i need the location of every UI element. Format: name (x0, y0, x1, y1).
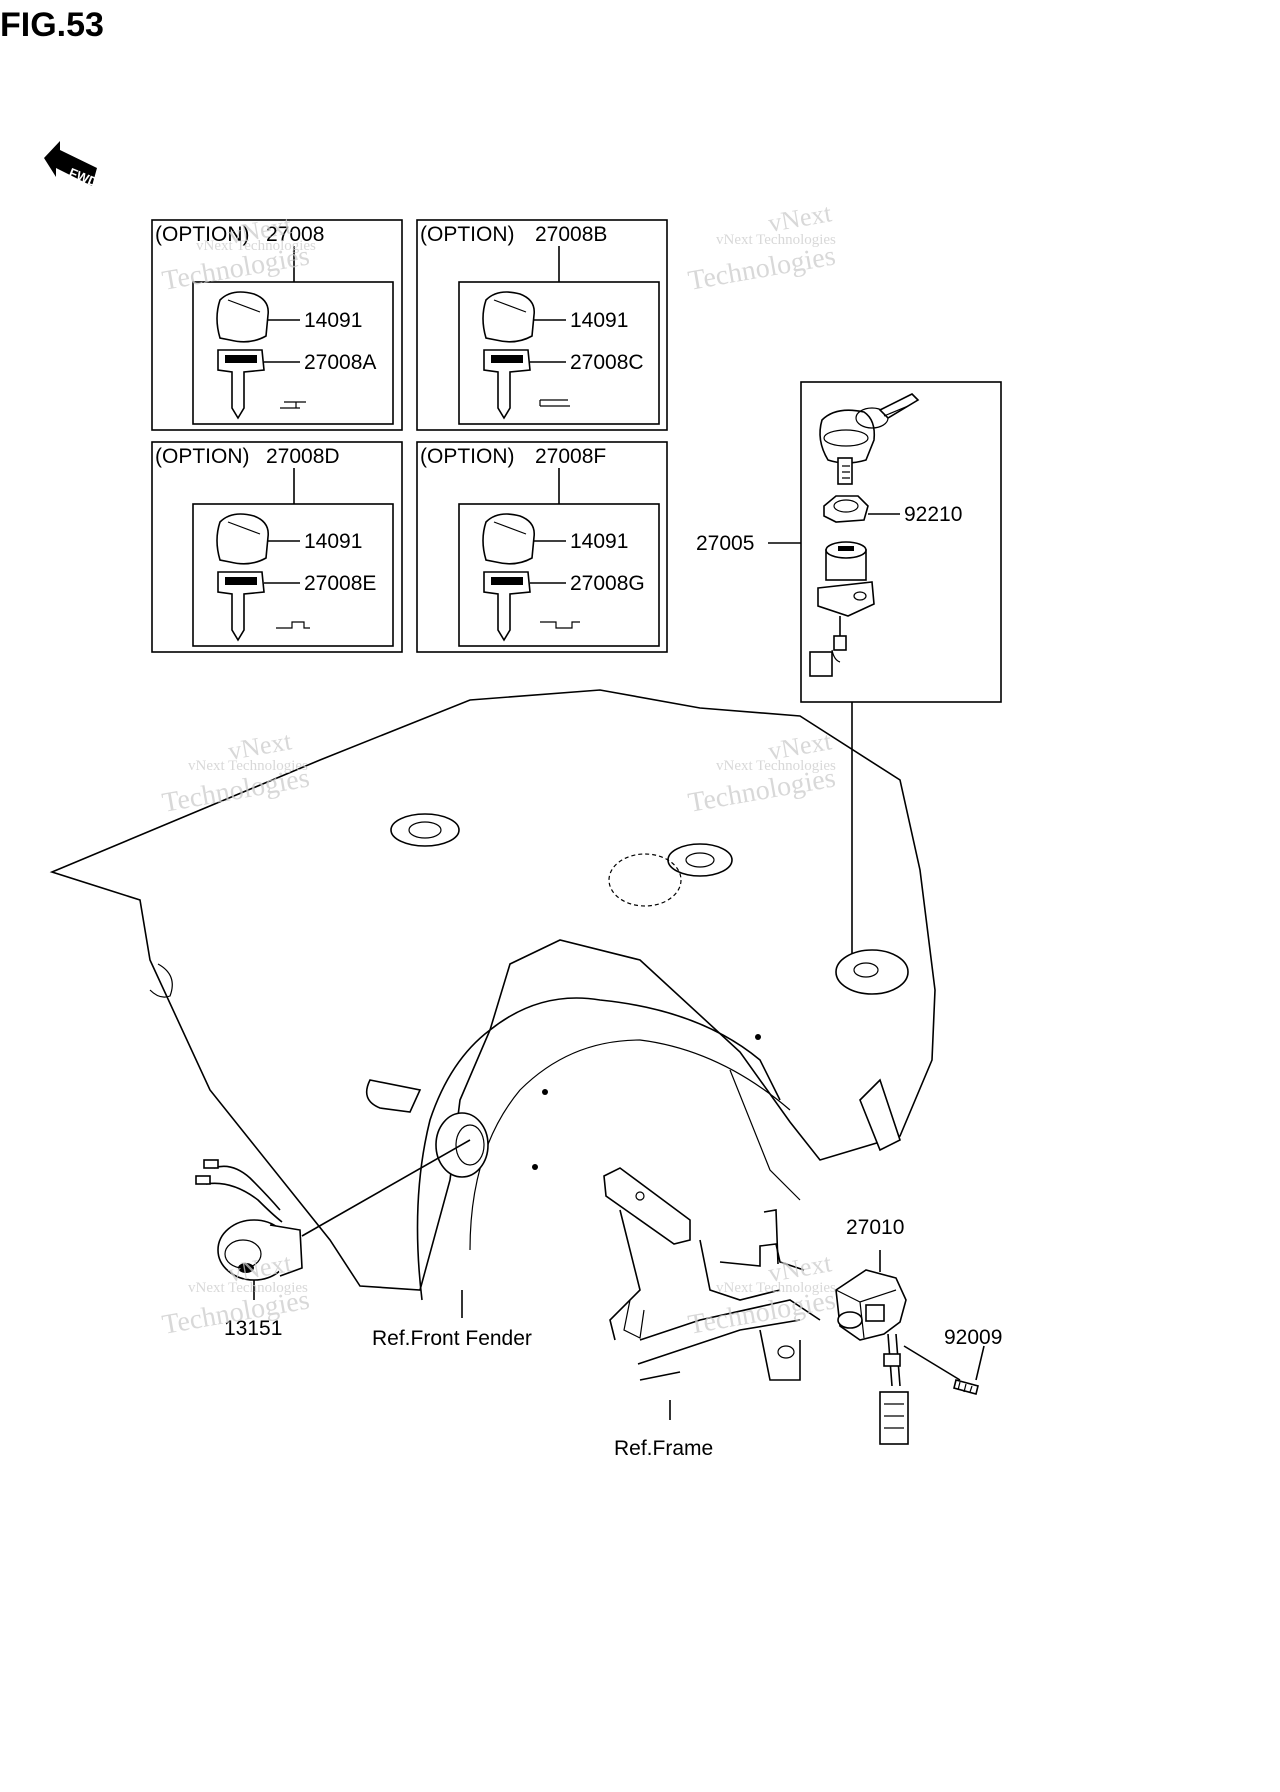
key-part-number: 27008G (570, 572, 645, 595)
svg-text:vNext Technologies: vNext Technologies (716, 758, 836, 774)
ignition-mount-hole-icon (835, 949, 909, 995)
option-label: (OPTION) (420, 445, 515, 468)
leader-screw (903, 1345, 961, 1381)
front-fender-panel (49, 689, 936, 1301)
key-cap-icon (819, 409, 876, 485)
frame-bracket (603, 1167, 821, 1381)
svg-text:vNext Technologies: vNext Technologies (716, 1280, 836, 1296)
grommet-icon (667, 843, 733, 877)
key-ring-icon (855, 393, 920, 429)
cap-part-number: 14091 (570, 309, 628, 332)
option-box-27008f: (OPTION) 27008F 14091 27008G (416, 441, 668, 653)
key-cut-code-icon (540, 621, 580, 629)
socket-assembly (195, 1159, 303, 1281)
key-cap-icon (482, 291, 536, 343)
key-icon (217, 349, 265, 420)
key-part-number: 27008A (304, 351, 376, 374)
key-cap-icon (482, 513, 536, 565)
leader-socket (301, 1139, 471, 1237)
nut-part-number: 92210 (904, 503, 962, 526)
svg-text:Technologies: Technologies (686, 241, 838, 297)
watermark: vNext vNext Technologies Technologies (160, 1248, 312, 1341)
grommet-icon (390, 813, 460, 847)
cap-part-number: 14091 (304, 530, 362, 553)
key-icon (217, 571, 265, 642)
option-set-number: 27008B (535, 223, 607, 246)
screw-icon (953, 1379, 979, 1395)
figure-title: FIG.53 (0, 6, 104, 44)
key-part-number: 27008C (570, 351, 644, 374)
svg-text:vNext Technologies: vNext Technologies (196, 238, 316, 254)
option-box-27008b: (OPTION) 27008B 14091 27008C (416, 219, 668, 431)
watermark: vNext vNext Technologies Technologies (686, 726, 838, 819)
forward-arrow-icon: FWD (44, 141, 100, 190)
watermark: vNext vNext Technologies Technologies (160, 726, 312, 819)
cap-part-number: 14091 (304, 309, 362, 332)
key-cap-icon (216, 291, 270, 343)
option-label: (OPTION) (155, 223, 250, 246)
assembly-number: 27005 (696, 532, 754, 555)
option-box-27008: (OPTION) 27008 14091 27008A (151, 219, 403, 431)
option-box-27008d: (OPTION) 27008D 14091 27008E (151, 441, 403, 653)
option-label: (OPTION) (155, 445, 250, 468)
switch-assembly (835, 1269, 909, 1445)
cap-part-number: 14091 (570, 530, 628, 553)
watermark: vNext vNext Technologies Technologies (686, 198, 838, 297)
ignition-switch-assembly: 92210 27005 (696, 381, 1002, 703)
option-set-number: 27008D (266, 445, 340, 468)
hex-nut-icon (823, 495, 869, 523)
option-label: (OPTION) (420, 223, 515, 246)
svg-text:vNext Technologies: vNext Technologies (188, 1280, 308, 1296)
key-icon (483, 349, 531, 420)
watermark: vNext vNext Technologies Technologies (686, 1248, 838, 1341)
option-set-number: 27008 (266, 223, 324, 246)
front-fender-ref: Ref.Front Fender (372, 1327, 532, 1350)
switch-part-number: 27010 (846, 1216, 904, 1239)
key-cut-code-icon (276, 621, 310, 629)
ignition-switch-body-icon (809, 541, 875, 677)
frame-ref: Ref.Frame (614, 1437, 713, 1460)
key-icon (483, 571, 531, 642)
key-cut-code-icon (280, 401, 306, 409)
screw-part-number: 92009 (944, 1326, 1002, 1349)
option-set-number: 27008F (535, 445, 606, 468)
socket-part-number: 13151 (224, 1317, 282, 1340)
svg-text:vNext Technologies: vNext Technologies (188, 758, 308, 774)
svg-text:vNext Technologies: vNext Technologies (716, 232, 836, 248)
key-cap-icon (216, 513, 270, 565)
key-cut-code-icon (539, 399, 570, 407)
key-part-number: 27008E (304, 572, 376, 595)
